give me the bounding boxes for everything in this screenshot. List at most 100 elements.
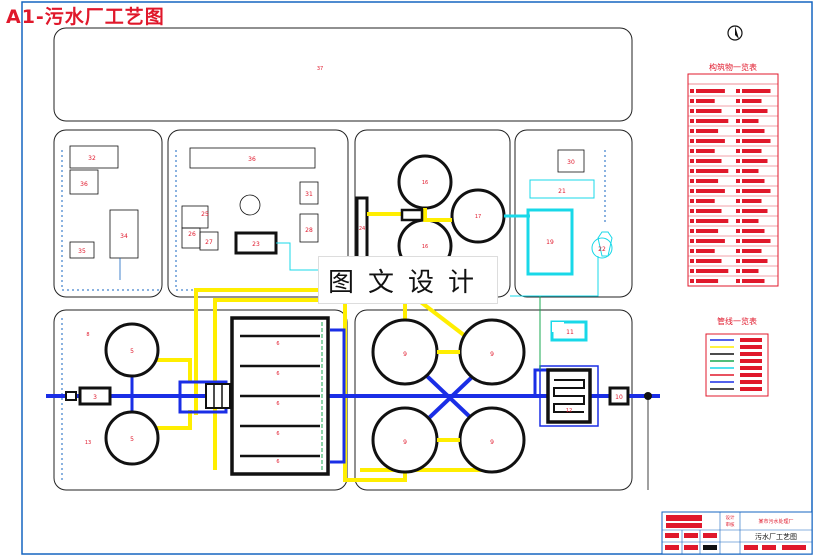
legend1-cell [736,199,740,203]
pipeline-legend-label [740,380,762,384]
drawing-name: 污水厂工艺图 [755,532,797,541]
cyan-pipe [510,256,599,297]
unit-5b-label: 5 [130,436,134,443]
distribution-tank [205,383,231,409]
unit-19-label: 19 [546,239,554,246]
tank-22 [591,237,613,259]
legend1-cell [742,169,759,173]
unit-6d-label: 6 [276,431,279,437]
legend1-cell [736,209,740,213]
legend1-cell [736,269,740,273]
legend1-cell [690,119,694,123]
designer-label: 设计 [726,514,735,521]
unit-30-label: 30 [567,159,575,166]
legend1-cell [742,159,768,163]
unit-26-label: 26 [188,231,196,238]
legend1-cell [736,249,740,253]
primary-clarifier-5a [104,322,160,378]
boundary-pipe-1 [61,150,160,291]
legend1-cell [690,219,694,223]
legend1-cell [696,159,722,163]
legend1-cell [696,209,722,213]
legend1-cell [742,109,768,113]
building-19 [526,208,574,276]
legend1-cell [690,259,694,263]
legend1-cell [742,199,762,203]
north-arrow-icon [727,25,743,41]
building-32 [69,145,119,169]
unit-8-label: 8 [86,332,89,338]
pipeline-legend-label [740,373,762,377]
zone-service [167,129,349,298]
legend1-cell [696,249,715,253]
legend1-cell [696,129,719,133]
reviewer-label: 审核 [726,521,735,528]
zone-admin [53,129,163,298]
legend1-cell [742,279,765,283]
unit-3-label: 3 [93,394,97,401]
legend1-cell [696,139,725,143]
legend1-cell [742,179,765,183]
legend1-cell [736,109,740,113]
watermark-banner: 图文设计 [318,256,498,304]
pipeline-legend-label [740,366,762,370]
legend1-cell [690,109,694,113]
pipeline-legend-label [740,359,762,363]
unit-21-label: 21 [558,188,566,195]
legend1-cell [696,119,729,123]
legend1-cell [742,259,768,263]
legend1-cell [696,149,715,153]
inlet-well [65,391,77,401]
legend1-cell [742,249,762,253]
legend1-cell [736,99,740,103]
pipeline-legend-label [740,345,762,349]
building-36b [189,147,316,169]
unit-6e-label: 6 [276,459,279,465]
legend1-cell [696,229,719,233]
unit-31-label: 31 [305,191,313,198]
legend1-cell [690,179,694,183]
legend1-cell [742,139,771,143]
legend1-cell [696,169,729,173]
pipeline-legend-label [740,338,762,342]
boundary-pipe-2 [175,150,345,291]
unit-32-label: 32 [88,155,96,162]
legend1-cell [736,159,740,163]
unit-24-label: 24 [359,226,365,232]
unit-22-label: 22 [598,246,606,253]
sludge-pipe-digestion [367,208,452,222]
unit-35-label: 35 [78,248,86,255]
unit-27-label: 27 [205,239,213,246]
legend1-cell [736,259,740,263]
building-21 [529,179,595,199]
building-34 [109,209,139,259]
unit-9d-label: 9 [490,439,494,446]
legend1-cell [736,149,740,153]
legend1-cell [742,149,762,153]
unit-25-label: 25 [201,211,209,218]
legend1-cell [690,169,694,173]
legend1-cell [742,209,768,213]
legend1-cell [742,219,759,223]
zone-sludge [514,129,633,298]
building-35 [69,241,95,259]
unit-36a-label: 36 [80,181,88,188]
legend1-cell [690,89,694,93]
outlet-meter-10 [608,386,630,406]
building-27 [199,231,219,251]
legend1-cell [690,139,694,143]
legend1-cell [742,229,765,233]
building-30 [557,149,585,173]
building-31 [299,181,319,205]
legend1-cell [696,89,725,93]
legend1-cell [736,189,740,193]
legend1-cell [742,89,771,93]
legend1-cell [696,239,725,243]
drawing-frame [21,1,813,555]
legend1-cell [742,269,759,273]
legend1-cell [696,199,715,203]
pipeline-legend-table [705,333,769,397]
unit-9b-label: 9 [490,351,494,358]
service-pipe [276,242,318,271]
